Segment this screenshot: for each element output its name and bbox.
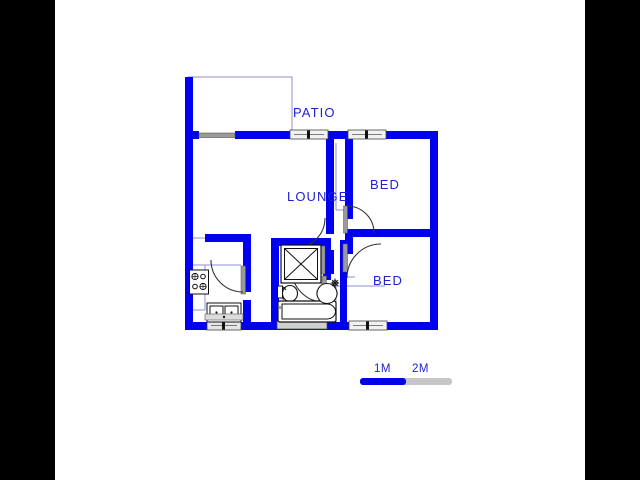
toilet-icon [277, 284, 299, 303]
stove-icon [189, 269, 209, 295]
letterbox-right [585, 0, 640, 480]
windows [198, 129, 388, 331]
room-label-patio: PATIO [293, 105, 336, 120]
room-label-bed-1: BED [370, 177, 401, 192]
floor-plan-drawing [185, 76, 438, 331]
scale-bar-fill [360, 378, 406, 385]
basin-icon [316, 278, 340, 305]
floor-plan-canvas: PATIO LOUNGE BED BED 1M 2M [55, 0, 585, 480]
kitchen-fixtures [189, 269, 244, 323]
door-kitchen [210, 259, 246, 295]
room-label-lounge: LOUNGE [287, 189, 349, 204]
room-label-bed-2: BED [373, 273, 404, 288]
scale-bar: 1M 2M [360, 363, 455, 389]
sink-icon [204, 302, 244, 323]
shower-icon [280, 244, 322, 284]
scale-label-1m: 1M [374, 363, 391, 375]
door-bed1 [343, 205, 375, 234]
scale-label-2m: 2M [412, 363, 429, 375]
letterbox-left [0, 0, 55, 480]
bathtub-icon [277, 300, 337, 323]
door-bed2 [342, 243, 382, 279]
bathroom-fixtures [277, 244, 340, 323]
scale-bar-track [360, 378, 452, 385]
